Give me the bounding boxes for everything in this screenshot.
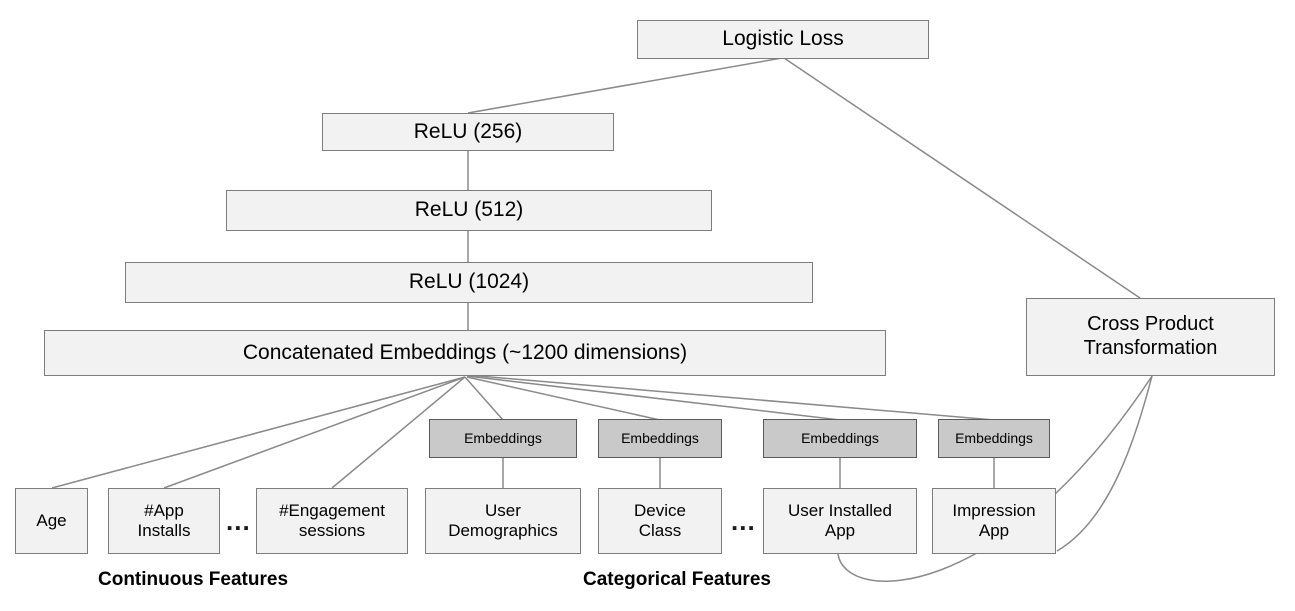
edge-concat-to-emb3	[466, 375, 841, 421]
ellipsis-categorical-features: ...	[731, 508, 756, 534]
node-relu-512[interactable]: ReLU (512)	[226, 190, 712, 231]
node-relu-1024-label: ReLU (1024)	[408, 270, 530, 294]
node-relu-512-label: ReLU (512)	[414, 198, 524, 222]
node-embeddings-device-class-label: Embeddings	[621, 430, 699, 447]
node-feature-age[interactable]: Age	[15, 488, 88, 554]
edge-concat-to-emb2	[466, 376, 661, 421]
node-feature-impression-app[interactable]: Impression App	[932, 488, 1056, 554]
node-relu-256[interactable]: ReLU (256)	[322, 113, 614, 151]
caption-categorical-features: Categorical Features	[583, 569, 771, 590]
node-feature-user-installed-app-label: User Installed App	[788, 500, 892, 540]
node-feature-device-class-label: Device Class	[634, 500, 686, 540]
caption-continuous-features: Continuous Features	[98, 569, 289, 590]
node-embeddings-user-installed-app-label: Embeddings	[801, 430, 879, 447]
node-embeddings-impression-app-label: Embeddings	[955, 430, 1033, 447]
edge-concat-to-emb1	[464, 376, 504, 421]
node-feature-engagement-sessions-label: #Engagement sessions	[279, 500, 385, 540]
node-feature-app-installs[interactable]: #App Installs	[108, 488, 220, 554]
node-feature-user-demographics[interactable]: User Demographics	[425, 488, 581, 554]
edge-impressionapp-to-cross	[1056, 375, 1153, 552]
node-feature-age-label: Age	[36, 510, 67, 530]
node-cross-product-transformation-label: Cross Product Transformation	[1083, 313, 1218, 359]
node-feature-device-class[interactable]: Device Class	[598, 488, 722, 554]
edge-loss-to-cross	[783, 57, 1141, 299]
node-logistic-loss[interactable]: Logistic Loss	[637, 20, 929, 59]
node-concatenated-embeddings-label: Concatenated Embeddings (~1200 dimension…	[242, 340, 688, 364]
node-feature-app-installs-label: #App Installs	[137, 500, 191, 540]
node-feature-user-installed-app[interactable]: User Installed App	[763, 488, 917, 554]
edge-concat-to-emb4	[466, 374, 995, 421]
node-feature-impression-app-label: Impression App	[952, 500, 1036, 540]
edge-concat-to-appinstalls	[163, 376, 466, 489]
node-relu-1024[interactable]: ReLU (1024)	[125, 262, 813, 303]
node-concatenated-embeddings[interactable]: Concatenated Embeddings (~1200 dimension…	[44, 330, 886, 376]
node-embeddings-device-class[interactable]: Embeddings	[598, 419, 722, 458]
edge-loss-to-relu256	[467, 57, 783, 114]
node-embeddings-user-demographics-label: Embeddings	[464, 430, 542, 447]
node-feature-user-demographics-label: User Demographics	[448, 500, 558, 540]
node-embeddings-user-installed-app[interactable]: Embeddings	[763, 419, 917, 458]
node-embeddings-user-demographics[interactable]: Embeddings	[429, 419, 577, 458]
edge-concat-to-age	[51, 376, 466, 489]
node-relu-256-label: ReLU (256)	[413, 119, 523, 143]
ellipsis-continuous-features: ...	[226, 508, 251, 534]
node-logistic-loss-label: Logistic Loss	[722, 27, 844, 51]
ellipsis-categorical-features-text: ...	[731, 506, 756, 536]
node-feature-engagement-sessions[interactable]: #Engagement sessions	[256, 488, 408, 554]
ellipsis-continuous-features-text: ...	[226, 506, 251, 536]
node-embeddings-impression-app[interactable]: Embeddings	[938, 419, 1050, 458]
node-cross-product-transformation[interactable]: Cross Product Transformation	[1026, 298, 1275, 376]
